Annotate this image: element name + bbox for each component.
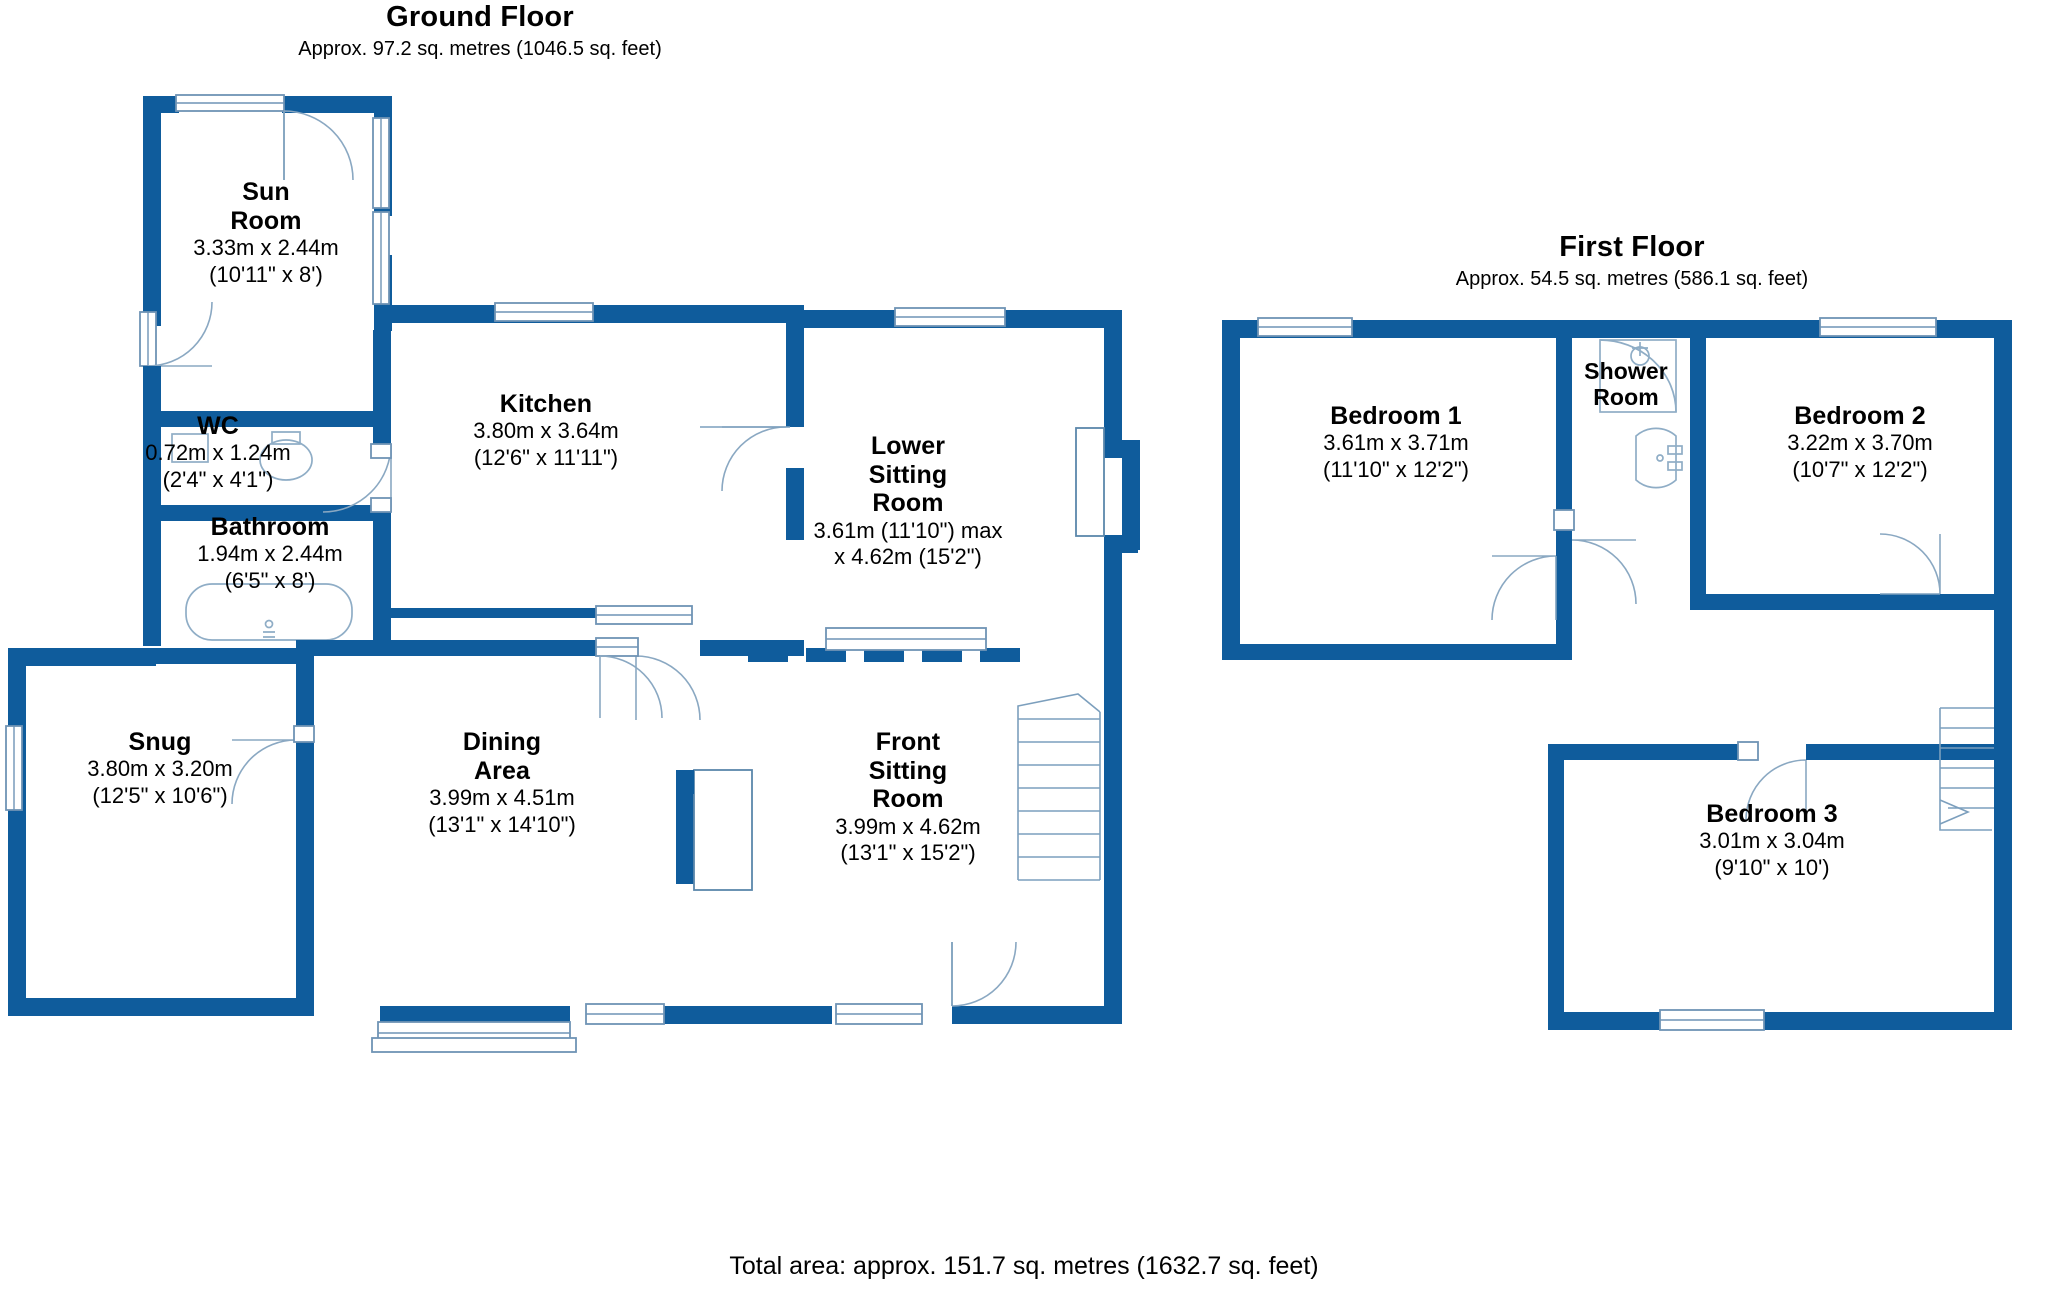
room-dim-imperial: (13'1" x 14'10") <box>428 811 576 837</box>
room-label-wc: WC 0.72m x 1.24m (2'4" x 4'1") <box>145 412 291 494</box>
room-name-line-1: Dining <box>462 728 542 756</box>
room-dim-metric: 3.61m (11'10") max <box>813 517 1003 543</box>
room-name: Kitchen <box>499 390 593 418</box>
room-dim-metric: 3.33m x 2.44m <box>193 235 339 260</box>
room-dim-metric: 3.80m x 3.64m <box>473 418 619 443</box>
room-name: Bathroom <box>210 513 330 541</box>
first-floor-title: First Floor Approx. 54.5 sq. metres (586… <box>1432 231 1832 294</box>
room-name: WC <box>197 412 239 440</box>
room-dim-metric: 0.72m x 1.24m <box>145 440 291 465</box>
room-name-line-3: Room <box>872 489 944 517</box>
room-dim-imperial: (13'1" x 15'2") <box>840 840 976 866</box>
room-dim-imperial: (10'11" x 8') <box>209 261 323 287</box>
room-label-kitchen: Kitchen 3.80m x 3.64m (12'6" x 11'11") <box>473 390 619 472</box>
ground-floor-area: Approx. 97.2 sq. metres (1046.5 sq. feet… <box>298 37 662 60</box>
room-dim-metric: 3.99m x 4.51m <box>429 785 575 810</box>
room-dim-imperial: (12'5" x 10'6") <box>92 782 228 808</box>
room-name-line-2: Area <box>473 756 530 785</box>
room-name-line-1: Sun <box>242 178 290 206</box>
room-dim-imperial: x 4.62m (15'2") <box>834 544 982 570</box>
room-dim-imperial: (11'10" x 12'2") <box>1323 456 1469 482</box>
room-dim-metric: 1.94m x 2.44m <box>197 541 343 566</box>
room-name-line-2: Sitting <box>868 756 948 785</box>
room-name: Bedroom 3 <box>1706 800 1838 828</box>
room-name-line-2: Room <box>1593 384 1659 411</box>
room-name-line-2: Sitting <box>868 460 948 489</box>
room-name-line-1: Shower <box>1584 358 1668 384</box>
room-dim-metric: 3.22m x 3.70m <box>1787 430 1933 455</box>
room-dim-imperial: (6'5" x 8') <box>224 567 316 593</box>
room-name-line-3: Room <box>872 785 944 813</box>
first-floor-area: Approx. 54.5 sq. metres (586.1 sq. feet) <box>1455 267 1809 290</box>
ground-floor-name: Ground Floor <box>386 1 574 33</box>
staircase-first-floor <box>1939 707 1994 831</box>
room-dim-imperial: (12'6" x 11'11") <box>473 444 619 470</box>
room-label-bedroom-2: Bedroom 2 3.22m x 3.70m (10'7" x 12'2") <box>1787 402 1933 484</box>
room-name: Bedroom 1 <box>1330 402 1462 430</box>
room-dim-metric: 3.61m x 3.71m <box>1323 430 1469 455</box>
room-dim-imperial: (2'4" x 4'1") <box>162 466 274 492</box>
room-label-front-sitting-room: Front Sitting Room 3.99m x 4.62m (13'1" … <box>835 728 981 867</box>
room-label-snug: Snug 3.80m x 3.20m (12'5" x 10'6") <box>87 728 233 810</box>
ground-floor-plan <box>5 94 1140 1053</box>
room-label-bedroom-3: Bedroom 3 3.01m x 3.04m (9'10" x 10') <box>1699 800 1845 882</box>
room-name-line-2: Room <box>230 206 302 235</box>
room-label-lower-sitting-room: Lower Sitting Room 3.61m (11'10") max x … <box>814 432 1003 571</box>
room-dim-metric: 3.99m x 4.62m <box>835 813 981 839</box>
room-label-dining-area: Dining Area 3.99m x 4.51m (13'1" x 14'10… <box>428 728 576 839</box>
room-label-bedroom-1: Bedroom 1 3.61m x 3.71m (11'10" x 12'2") <box>1323 402 1469 484</box>
room-name: Snug <box>128 728 192 756</box>
room-label-sun-room: Sun Room 3.33m x 2.44m (10'11" x 8') <box>193 178 339 289</box>
staircase <box>1017 693 1101 881</box>
first-floor-plan <box>1222 317 2012 1031</box>
room-dim-imperial: (10'7" x 12'2") <box>1792 456 1928 482</box>
room-dim-metric: 3.80m x 3.20m <box>87 756 233 781</box>
first-floor-name: First Floor <box>1559 231 1705 263</box>
room-dim-imperial: (9'10" x 10') <box>1714 854 1830 880</box>
room-name-line-1: Lower <box>870 432 946 460</box>
total-area-footer: Total area: approx. 151.7 sq. metres (16… <box>729 1252 1319 1280</box>
room-name: Bedroom 2 <box>1794 402 1926 430</box>
room-label-bathroom: Bathroom 1.94m x 2.44m (6'5" x 8') <box>197 513 343 595</box>
ground-floor-title: Ground Floor Approx. 97.2 sq. metres (10… <box>280 1 680 64</box>
room-dim-metric: 3.01m x 3.04m <box>1699 828 1845 853</box>
room-label-shower-room: Shower Room <box>1584 358 1668 410</box>
room-name-line-1: Front <box>875 728 941 756</box>
